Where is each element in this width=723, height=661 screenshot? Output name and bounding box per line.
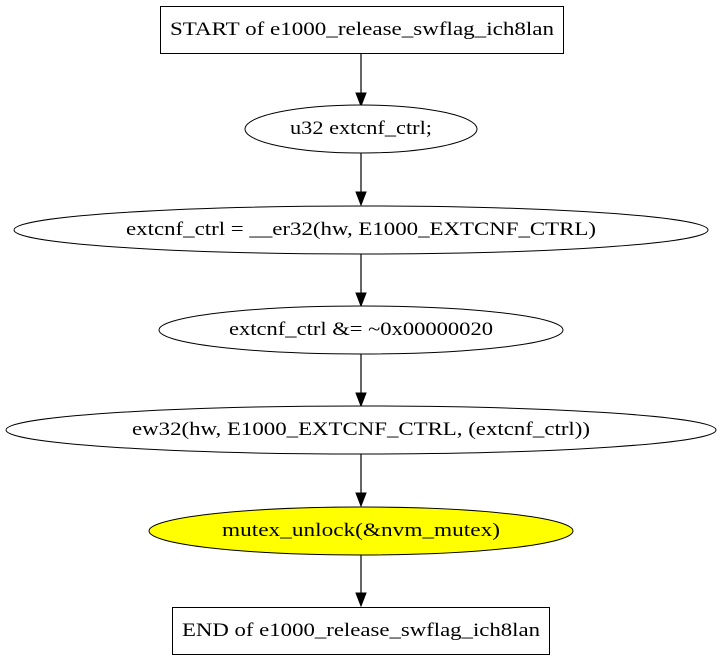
mask-node: extcnf_ctrl &= ~0x00000020 <box>158 305 564 355</box>
arrowhead-write-to-unlock <box>355 492 367 508</box>
start-node-label: START of e1000_release_swflag_ich8lan <box>170 20 554 40</box>
write-node-label: ew32(hw, E1000_EXTCNF_CTRL, (extcnf_ctrl… <box>132 420 590 440</box>
unlock-node-label: mutex_unlock(&nvm_mutex) <box>222 521 500 541</box>
unlock-node: mutex_unlock(&nvm_mutex) <box>148 506 574 556</box>
arrowhead-start-to-decl <box>355 92 367 108</box>
decl-node-ellipse <box>244 104 478 154</box>
read-node-ellipse <box>13 205 709 255</box>
mask-node-label: extcnf_ctrl &= ~0x00000020 <box>229 320 493 340</box>
write-node: ew32(hw, E1000_EXTCNF_CTRL, (extcnf_ctrl… <box>5 405 717 455</box>
mask-node-ellipse <box>158 305 564 355</box>
read-node: extcnf_ctrl = __er32(hw, E1000_EXTCNF_CT… <box>13 205 709 255</box>
end-node: END of e1000_release_swflag_ich8lan <box>172 607 550 655</box>
arrowhead-mask-to-write <box>355 392 367 408</box>
arrowhead-read-to-mask <box>355 292 367 308</box>
arrowhead-unlock-to-end <box>355 592 367 608</box>
end-node-box <box>172 607 550 655</box>
write-node-ellipse <box>5 405 717 455</box>
read-node-label: extcnf_ctrl = __er32(hw, E1000_EXTCNF_CT… <box>126 220 596 240</box>
start-node-box <box>160 6 564 54</box>
edges <box>355 54 367 608</box>
decl-node: u32 extcnf_ctrl; <box>244 104 478 154</box>
decl-node-label: u32 extcnf_ctrl; <box>290 119 432 139</box>
start-node: START of e1000_release_swflag_ich8lan <box>160 6 564 54</box>
arrowhead-decl-to-read <box>355 191 367 207</box>
unlock-node-ellipse <box>148 506 574 556</box>
end-node-label: END of e1000_release_swflag_ich8lan <box>182 621 540 641</box>
